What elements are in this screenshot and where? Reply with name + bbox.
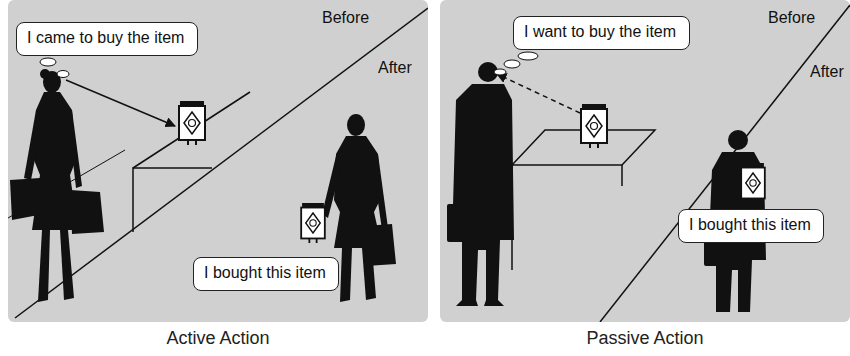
speech-bubble: I came to buy the item (16, 22, 198, 56)
active-scene-part (15, 8, 428, 318)
man-silhouette (447, 62, 514, 306)
active-scene-part (66, 80, 175, 126)
woman-silhouette-part (347, 114, 365, 136)
passive-scene-part (518, 52, 538, 60)
active-scene (8, 8, 428, 318)
passive-scene-part (504, 60, 520, 68)
phase-label: Before (322, 8, 369, 27)
speech-bubble: I bought this item (193, 257, 339, 291)
panel-ground (8, 0, 428, 322)
man-silhouette-part (728, 130, 748, 150)
woman-silhouette-part (340, 248, 352, 302)
bubble-text: I want to buy the item (524, 22, 676, 41)
active-scene-part (179, 101, 205, 145)
woman-silhouette-part (364, 224, 396, 266)
speech-bubble: I bought this item (678, 209, 824, 243)
man-silhouette-part (484, 300, 504, 306)
active-scene-part (57, 71, 69, 78)
bubble-text: I bought this item (204, 263, 326, 282)
man-silhouette-part (452, 84, 514, 300)
panel-caption: Active Action (8, 328, 428, 350)
man-silhouette-part (456, 300, 478, 306)
panel-ground (440, 0, 850, 322)
active-scene-part (40, 58, 56, 66)
scene-panel: I came to buy the item I bought this item… (8, 0, 428, 322)
passive-scene-part (494, 69, 506, 75)
woman-silhouette (10, 69, 104, 302)
bubble-text: I bought this item (689, 215, 811, 234)
bubble-text: I came to buy the item (27, 28, 184, 47)
active-scene-part (133, 168, 212, 232)
passive-scene-part (741, 163, 765, 203)
woman-silhouette-part (40, 69, 50, 79)
passive-scene (447, 5, 850, 322)
woman-silhouette-part (68, 110, 82, 188)
passive-scene-part (621, 165, 623, 186)
passive-scene-part (600, 5, 850, 322)
woman-silhouette-part (70, 190, 104, 234)
man-silhouette-part (447, 204, 471, 242)
woman-silhouette-part (24, 110, 43, 180)
phase-label: Before (768, 8, 815, 27)
phase-label: After (378, 58, 412, 77)
woman-silhouette-part (10, 178, 44, 220)
active-scene-part (133, 92, 250, 168)
passive-scene-part (497, 74, 580, 113)
panel-caption: Passive Action (440, 328, 850, 350)
speech-bubble: I want to buy the item (513, 16, 690, 50)
woman-silhouette-part (60, 230, 74, 300)
phase-label: After (810, 62, 844, 81)
active-scene-part (301, 203, 325, 243)
woman-silhouette-part (372, 154, 388, 230)
scene-panel: I want to buy the item I bought this item… (440, 0, 850, 322)
passive-scene-part (581, 104, 607, 148)
woman-silhouette-part (38, 230, 50, 302)
